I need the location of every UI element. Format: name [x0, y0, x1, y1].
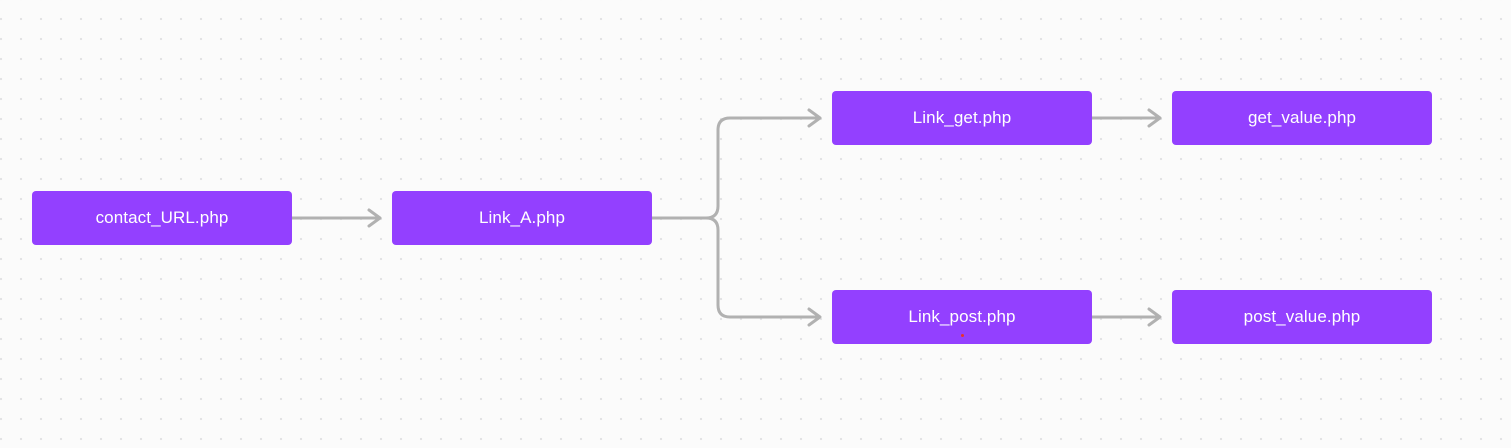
node-link-post[interactable]: Link_post.php — [832, 290, 1092, 344]
node-link-a[interactable]: Link_A.php — [392, 191, 652, 245]
node-label: Link_get.php — [912, 108, 1012, 127]
edge-link-a-to-link-get-arrowhead — [807, 108, 822, 128]
node-link-get[interactable]: Link_get.php — [832, 91, 1092, 145]
node-label: Link_A.php — [478, 208, 566, 227]
node-label: get_value.php — [1247, 108, 1357, 127]
node-get-value[interactable]: get_value.php — [1172, 91, 1432, 145]
edge-link-a-to-link-post-arrowhead — [807, 307, 822, 327]
node-label: post_value.php — [1243, 307, 1361, 326]
edge-link-get-to-get-value-arrowhead — [1147, 108, 1162, 128]
edge-contact-url-to-link-a-arrowhead — [367, 208, 382, 228]
node-label: contact_URL.php — [95, 208, 229, 227]
node-contact-url[interactable]: contact_URL.php — [32, 191, 292, 245]
edge-link-a-to-link-post[interactable] — [650, 216, 818, 319]
edge-link-post-to-post-value-arrowhead — [1147, 307, 1162, 327]
status-marker-dot — [961, 334, 964, 337]
node-label: Link_post.php — [908, 307, 1016, 326]
edge-link-a-to-link-get[interactable] — [650, 116, 818, 220]
node-post-value[interactable]: post_value.php — [1172, 290, 1432, 344]
